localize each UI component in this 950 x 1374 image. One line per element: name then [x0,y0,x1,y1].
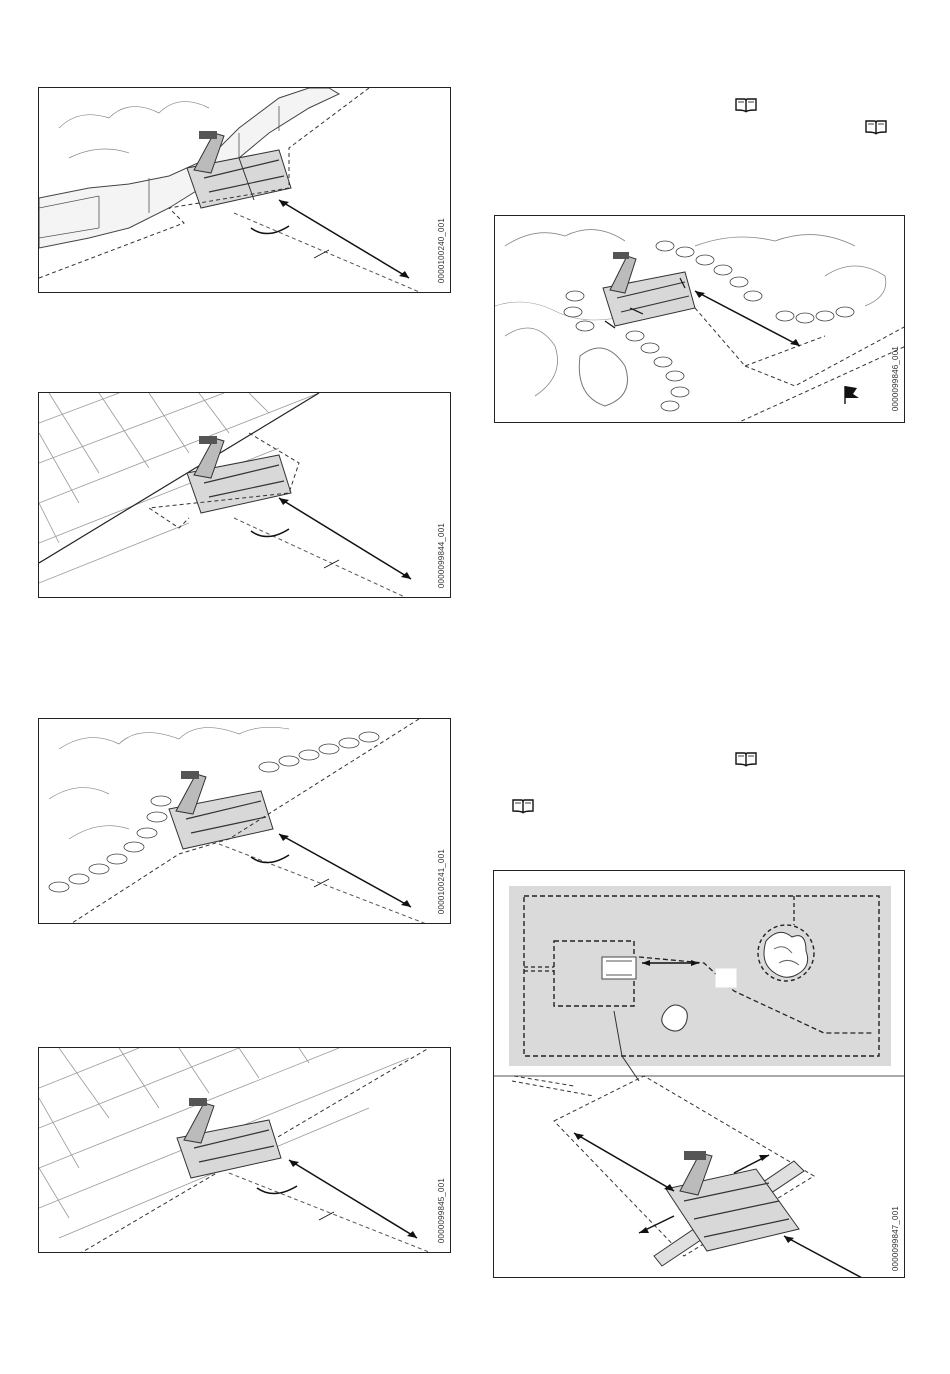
figure-site-plan: 0000099847_001 [493,870,905,1278]
figure-id: 0000099847_001 [891,1206,900,1271]
figure-id: 0000100240_001 [437,218,446,283]
book-icon [512,798,534,814]
figure-id: 0000099846_001 [891,346,900,411]
figure-paving-diagonal: 0000099845_001 [38,1047,451,1253]
flag-icon [845,386,859,404]
illustration-stones [39,719,451,924]
figure-id: 0000099844_001 [437,523,446,588]
figure-garden-flag: 0000099846_001 [494,215,905,423]
book-icon [735,97,757,113]
figure-id: 0000099845_001 [437,1178,446,1243]
book-icon [735,751,757,767]
figure-paving-edge: 0000099844_001 [38,392,451,598]
illustration-paving-diagonal [39,1048,451,1253]
figure-stone-border: 0000100241_001 [38,718,451,924]
illustration-paving [39,393,451,598]
illustration-curb [39,88,451,293]
illustration-garden [495,216,905,423]
figure-id: 0000100241_001 [437,849,446,914]
book-icon [865,119,887,135]
figure-curb-edge: 0000100240_001 [38,87,451,293]
illustration-site-plan [494,871,905,1278]
